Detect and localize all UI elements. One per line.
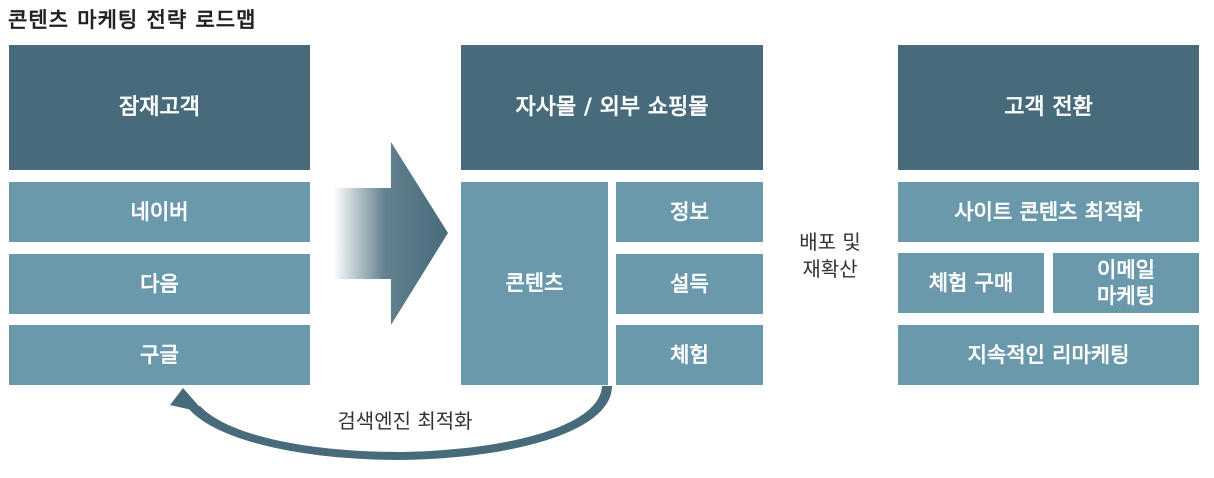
- seo-label: 검색엔진 최적화: [337, 409, 473, 433]
- channel-daum: 다음: [9, 254, 310, 314]
- content-persuasion: 설득: [616, 254, 763, 314]
- continuous-remarketing: 지속적인 리마케팅: [898, 325, 1199, 385]
- site-content-optimization: 사이트 콘텐츠 최적화: [898, 182, 1199, 242]
- content-info: 정보: [616, 182, 763, 242]
- channel-naver: 네이버: [9, 182, 310, 242]
- flow-arrow-icon: [333, 142, 448, 325]
- content-box: 콘텐츠: [461, 182, 608, 385]
- email-marketing: 이메일 마케팅: [1053, 253, 1199, 313]
- content-experience: 체험: [616, 325, 763, 385]
- distribution-label: 배포 및 재확산: [799, 230, 861, 281]
- page-title: 콘텐츠 마케팅 전략 로드맵: [8, 8, 257, 32]
- shopping-mall-header: 자사몰 / 외부 쇼핑몰: [461, 45, 763, 170]
- potential-customers-header: 잠재고객: [9, 45, 310, 170]
- curved-return-arrow-icon: [170, 386, 612, 460]
- customer-conversion-header: 고객 전환: [898, 45, 1199, 170]
- channel-google: 구글: [9, 325, 310, 385]
- trial-purchase: 체험 구매: [898, 253, 1044, 313]
